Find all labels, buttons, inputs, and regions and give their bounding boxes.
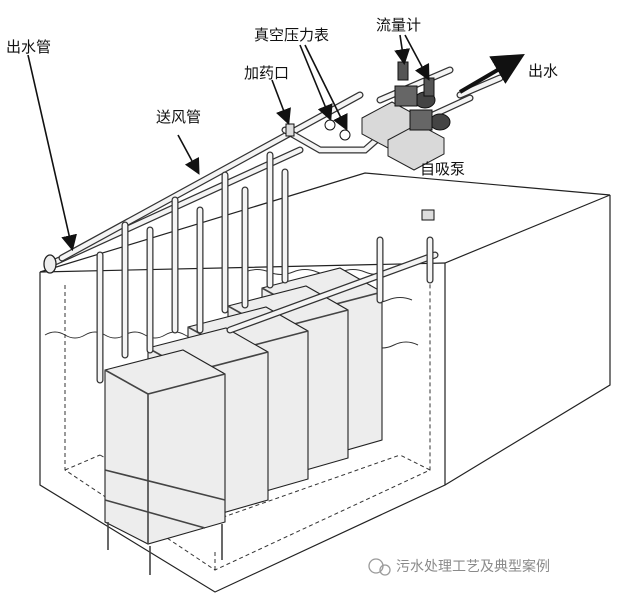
watermark-text: 污水处理工艺及典型案例	[396, 558, 550, 575]
flow-meter-2	[423, 77, 435, 97]
self-priming-pumps	[285, 61, 451, 221]
label-water-out: 出水	[528, 62, 558, 80]
tank-right-face	[444, 195, 611, 486]
label-self-priming-pump: 自吸泵	[420, 160, 465, 178]
vacuum-gauge-1	[324, 119, 336, 131]
label-air-pipe: 送风管	[156, 108, 201, 126]
label-vacuum-gauge: 真空压力表	[254, 26, 329, 44]
water-out-arrow	[458, 53, 525, 94]
outlet-pipe-system	[58, 66, 504, 359]
dosing-port	[285, 123, 295, 137]
label-flow-meter: 流量计	[376, 16, 421, 34]
label-outlet-pipe: 出水管	[6, 38, 51, 56]
vacuum-gauge-2	[339, 129, 351, 141]
leader-lines	[27, 34, 430, 252]
wechat-logo-icon	[368, 558, 384, 574]
pump-2	[387, 109, 451, 171]
tank-front-face	[39, 263, 446, 593]
membrane-modules	[104, 267, 383, 575]
watermark: 污水处理工艺及典型案例	[368, 558, 550, 576]
label-dosing-port: 加药口	[244, 64, 289, 82]
flow-meter-1	[397, 61, 409, 81]
membrane-module-1	[104, 349, 226, 545]
